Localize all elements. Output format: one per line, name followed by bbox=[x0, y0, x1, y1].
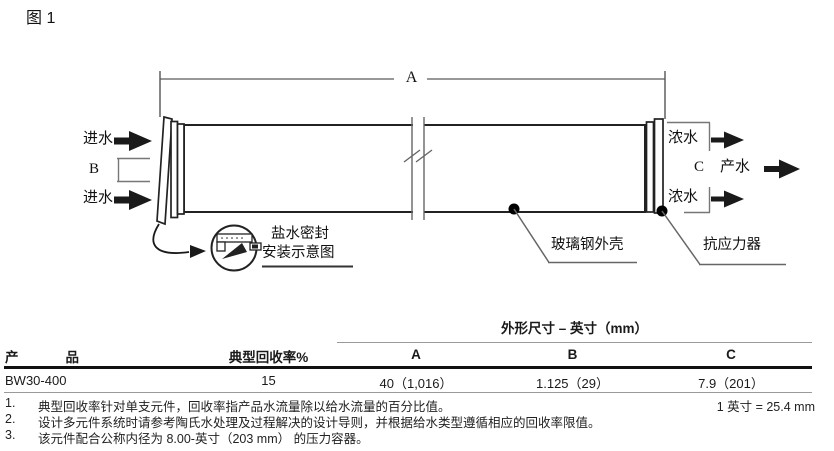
concentrate-arrow-icons bbox=[711, 131, 744, 208]
dimension-c-label: C bbox=[694, 159, 705, 175]
break-symbol-icon bbox=[403, 116, 433, 220]
dimension-b-label: B bbox=[89, 161, 100, 177]
group-header-rule bbox=[337, 342, 812, 344]
table-group-header-dimensions: 外形尺寸 – 英寸（mm） bbox=[500, 321, 649, 336]
brine-seal-label-line2: 安装示意图 bbox=[262, 245, 335, 261]
header-rule-thick bbox=[4, 366, 812, 369]
callout-curved-arrow-icon bbox=[152, 223, 206, 258]
col-header-a: A bbox=[411, 347, 421, 362]
feed-water-label-bottom: 进水 bbox=[83, 189, 114, 206]
table-bottom-rule bbox=[4, 392, 812, 394]
cell-recovery: 15 bbox=[261, 373, 276, 388]
cell-dim-a: 40（1,016） bbox=[379, 376, 453, 391]
footnote-2-text: 设计多元件系统时请参考陶氏水处理及过程解决的设计导则，并根据给水类型遵循相应的回… bbox=[38, 416, 601, 430]
brine-seal-end bbox=[156, 115, 185, 226]
brine-seal-label-line1: 盐水密封 bbox=[271, 226, 329, 242]
footnote-3-num: 3. bbox=[5, 428, 16, 442]
footnote-1-num: 1. bbox=[5, 396, 16, 410]
brine-seal-detail-icon bbox=[210, 224, 262, 272]
membrane-element-diagram bbox=[114, 71, 800, 272]
cell-product: BW30-400 bbox=[5, 373, 67, 388]
callout-leaders bbox=[262, 203, 786, 268]
col-header-b: B bbox=[567, 347, 578, 362]
cell-dim-c: 7.9（201） bbox=[698, 376, 764, 391]
product-arrow-icon bbox=[764, 159, 800, 179]
feed-arrow-icons bbox=[114, 131, 152, 210]
col-header-product-char1: 产 bbox=[5, 350, 19, 365]
dimension-a-label: A bbox=[405, 69, 418, 86]
product-water-label: 产水 bbox=[720, 158, 751, 175]
footnote-3-text: 该元件配合公称内径为 8.00-英寸（203 mm） 的压力容器。 bbox=[38, 432, 369, 446]
cell-dim-b: 1.125（29） bbox=[536, 376, 609, 391]
col-header-product-char2: 品 bbox=[65, 350, 80, 365]
anti-telescoping-label: 抗应力器 bbox=[703, 237, 761, 253]
dimension-a-line bbox=[159, 71, 666, 119]
dimension-c-bracket bbox=[667, 121, 711, 214]
footnote-2-num: 2. bbox=[5, 412, 16, 426]
col-header-c: C bbox=[726, 347, 736, 362]
unit-conversion-note: 1 英寸 = 25.4 mm bbox=[716, 400, 815, 414]
figure-title: 图 1 bbox=[26, 10, 56, 27]
fiberglass-shell-label: 玻璃钢外壳 bbox=[551, 237, 624, 253]
dimension-b-bracket bbox=[117, 157, 150, 183]
concentrate-label-bottom: 浓水 bbox=[668, 188, 699, 205]
col-header-product: 产 品 bbox=[5, 346, 79, 366]
concentrate-label-top: 浓水 bbox=[668, 129, 699, 146]
col-header-recovery: 典型回收率% bbox=[228, 350, 309, 365]
feed-water-label-top: 进水 bbox=[83, 130, 114, 147]
footnote-1-text: 典型回收率针对单支元件，回收率指产品水流量除以给水流量的百分比值。 bbox=[38, 400, 451, 414]
